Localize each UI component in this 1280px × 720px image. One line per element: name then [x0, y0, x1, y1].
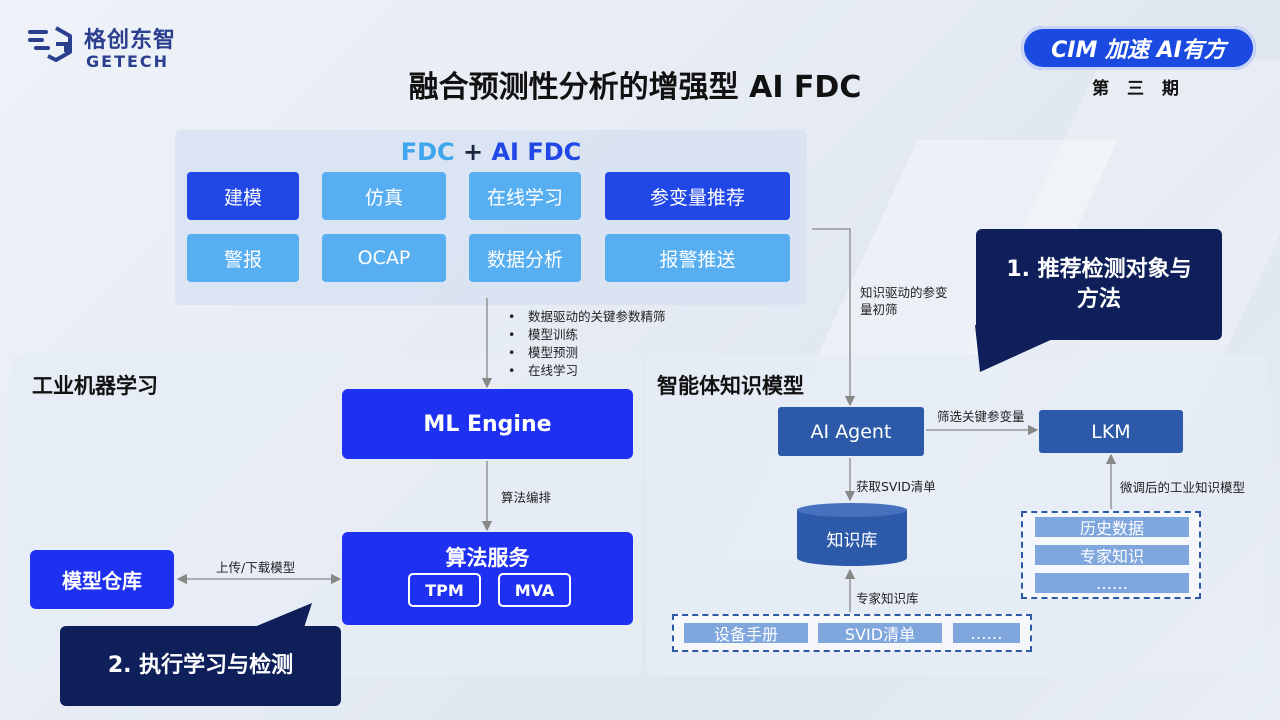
- industrial-ml-title: 工业机器学习: [32, 374, 158, 398]
- chip-ocap[interactable]: OCAP: [322, 234, 446, 282]
- list-item: 模型预测: [508, 344, 666, 362]
- list-item: 数据驱动的关键参数精筛: [508, 308, 666, 326]
- kb-source-svid-list: SVID清单: [818, 623, 942, 644]
- knowledge-driven-note-line2: 量初筛: [860, 302, 898, 317]
- list-item: 在线学习: [508, 362, 666, 380]
- mva-pill[interactable]: MVA: [498, 573, 571, 607]
- fdc-title-plus: +: [454, 138, 492, 166]
- lkm-source-history-data: 历史数据: [1035, 517, 1189, 538]
- callout-recommend-line1: 1. 推荐检测对象与: [1006, 256, 1192, 282]
- lkm-source-expert-knowledge: 专家知识: [1035, 545, 1189, 566]
- callout-recommend-line2: 方法: [1076, 286, 1121, 312]
- knowledge-driven-note: 知识驱动的参变 量初筛: [860, 284, 948, 318]
- model-repository-box[interactable]: 模型仓库: [30, 550, 174, 609]
- get-svid-note: 获取SVID清单: [856, 479, 936, 494]
- ml-engine-box[interactable]: ML Engine: [342, 389, 633, 459]
- fdc-title-ai-fdc: AI FDC: [491, 138, 582, 166]
- logo-text-cn: 格创东智: [84, 28, 177, 53]
- getech-logo-icon: [28, 26, 72, 62]
- callout-recommend-detection: 1. 推荐检测对象与 方法: [976, 229, 1222, 340]
- algorithm-service-label: 算法服务: [445, 546, 530, 570]
- chip-simulation[interactable]: 仿真: [322, 172, 446, 220]
- kb-source-equipment-manual: 设备手册: [684, 623, 808, 644]
- chip-alarm[interactable]: 警报: [187, 234, 299, 282]
- series-issue: 第 三 期: [1092, 79, 1185, 99]
- expert-kb-note: 专家知识库: [856, 591, 919, 606]
- tpm-pill[interactable]: TPM: [408, 573, 481, 607]
- knowledge-base-database-icon: [797, 503, 907, 566]
- agent-knowledge-title: 智能体知识模型: [657, 374, 804, 398]
- ml-engine-tasks-list: 数据驱动的关键参数精筛 模型训练 模型预测 在线学习: [508, 308, 666, 380]
- orchestration-note: 算法编排: [501, 490, 552, 505]
- list-item: 模型训练: [508, 326, 666, 344]
- chip-alarm-push[interactable]: 报警推送: [605, 234, 790, 282]
- lkm-box[interactable]: LKM: [1039, 410, 1183, 453]
- lkm-source-more: ……: [1035, 573, 1189, 593]
- knowledge-base-label: 知识库: [826, 531, 878, 551]
- callout-execute-learning: 2. 执行学习与检测: [60, 626, 341, 706]
- series-badge: CIM 加速 AI有方: [1021, 26, 1256, 70]
- chip-parameter-recommendation[interactable]: 参变量推荐: [605, 172, 790, 220]
- logo-text-en: GETECH: [86, 52, 170, 71]
- page-title: 融合预测性分析的增强型 AI FDC: [408, 70, 862, 105]
- algorithm-service-box[interactable]: 算法服务: [342, 532, 633, 625]
- knowledge-driven-note-line1: 知识驱动的参变: [860, 285, 948, 300]
- ai-agent-box[interactable]: AI Agent: [778, 407, 924, 456]
- kb-source-more: ……: [953, 623, 1020, 643]
- chip-online-learning[interactable]: 在线学习: [469, 172, 581, 220]
- finetuned-model-note: 微调后的工业知识模型: [1120, 480, 1246, 495]
- filter-key-params-note: 筛选关键参变量: [937, 409, 1025, 424]
- upload-download-note: 上传/下载模型: [216, 560, 296, 575]
- fdc-title-fdc: FDC: [400, 138, 455, 166]
- chip-modeling[interactable]: 建模: [187, 172, 299, 220]
- chip-data-analysis[interactable]: 数据分析: [469, 234, 581, 282]
- fdc-panel-title: FDC + AI FDC: [175, 138, 807, 166]
